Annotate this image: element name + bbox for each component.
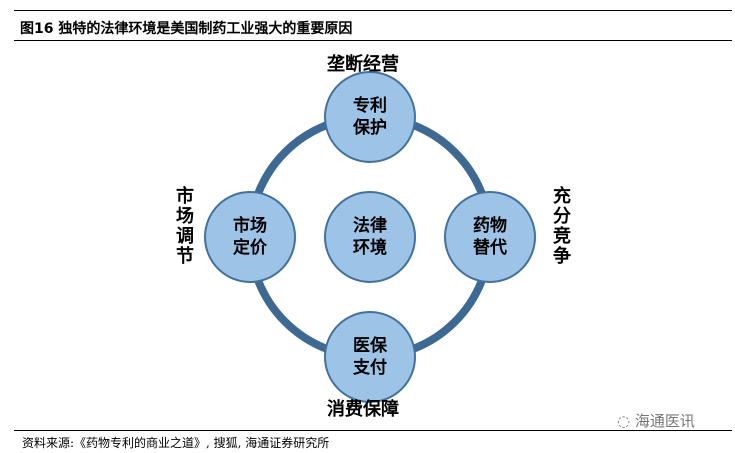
node-text: 市场 — [233, 216, 267, 236]
node-text: 专利 — [353, 96, 387, 116]
node-text: 法律 — [353, 216, 387, 236]
circle-top — [324, 71, 416, 163]
figure-title: 图16 独特的法律环境是美国制药工业强大的重要原因 — [20, 21, 353, 37]
footer-rule — [14, 430, 732, 431]
node-patent-protection: 专利保护 — [326, 73, 414, 161]
label-monopoly: 垄断经营 — [327, 54, 399, 75]
node-text: 支付 — [353, 358, 387, 378]
node-text: 医保 — [353, 336, 387, 356]
circle-center — [324, 191, 416, 283]
title-rule — [14, 40, 732, 41]
watermark-text: 海通医讯 — [634, 412, 695, 430]
node-drug-substitution: 药物替代 — [446, 193, 534, 281]
node-legal-environment: 法律环境 — [326, 193, 414, 281]
node-market-pricing: 市场定价 — [206, 193, 294, 281]
label-competition: 充分竞争 — [550, 186, 571, 266]
top-rule — [14, 10, 732, 11]
wechat-icon: ◌ — [617, 412, 635, 430]
source-note: 资料来源:《药物专利的商业之道》, 搜狐, 海通证券研究所 — [22, 436, 330, 450]
node-text: 定价 — [233, 238, 267, 258]
circle-right — [444, 191, 536, 283]
node-text: 药物 — [473, 216, 507, 236]
circle-left — [204, 191, 296, 283]
node-insurance-payment: 医保支付 — [326, 313, 414, 401]
node-text: 保护 — [353, 118, 387, 138]
circle-bottom — [324, 311, 416, 403]
node-text: 环境 — [353, 238, 387, 258]
watermark: ◌ 海通医讯 — [617, 410, 695, 431]
node-text: 替代 — [473, 238, 507, 258]
label-market-regulation: 市场调节 — [173, 186, 194, 266]
label-consumption: 消费保障 — [327, 399, 399, 420]
